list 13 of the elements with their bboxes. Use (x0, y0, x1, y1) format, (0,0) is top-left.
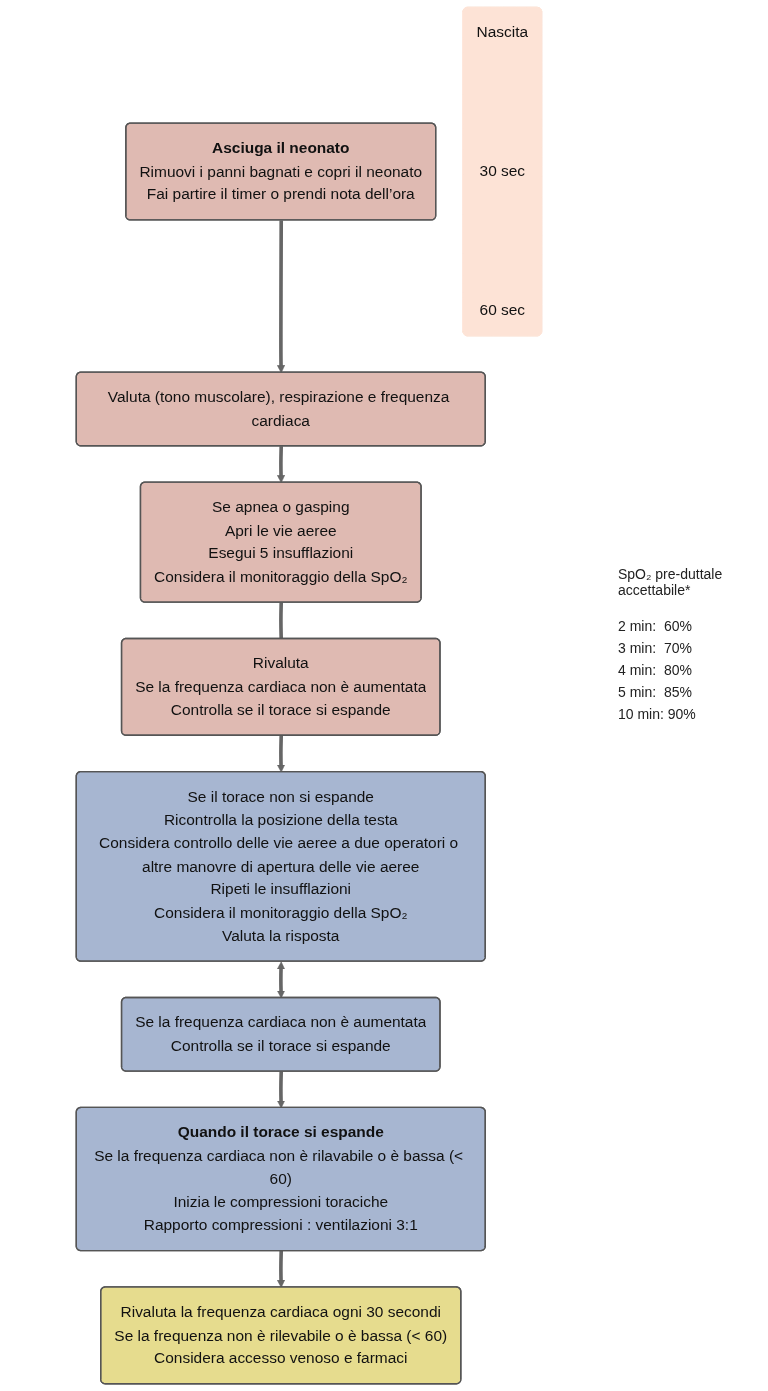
arrow (277, 1071, 286, 1109)
arrow (277, 735, 286, 773)
spo2-target-value: 10 min: 90% (618, 706, 697, 722)
spo2-target-value: 4 min: 80% (618, 662, 693, 678)
arrow (277, 446, 286, 483)
spo2-target-heading: SpO₂ pre-duttale accettabile* (618, 566, 724, 598)
arrow (277, 1251, 286, 1288)
arrow (277, 961, 286, 999)
spo2-target-value: 2 min: 60% (618, 618, 693, 634)
arrow (277, 220, 286, 373)
spo2-target-value: 3 min: 70% (618, 640, 693, 656)
spo2-target-value: 5 min: 85% (618, 684, 693, 700)
connector (279, 602, 284, 639)
